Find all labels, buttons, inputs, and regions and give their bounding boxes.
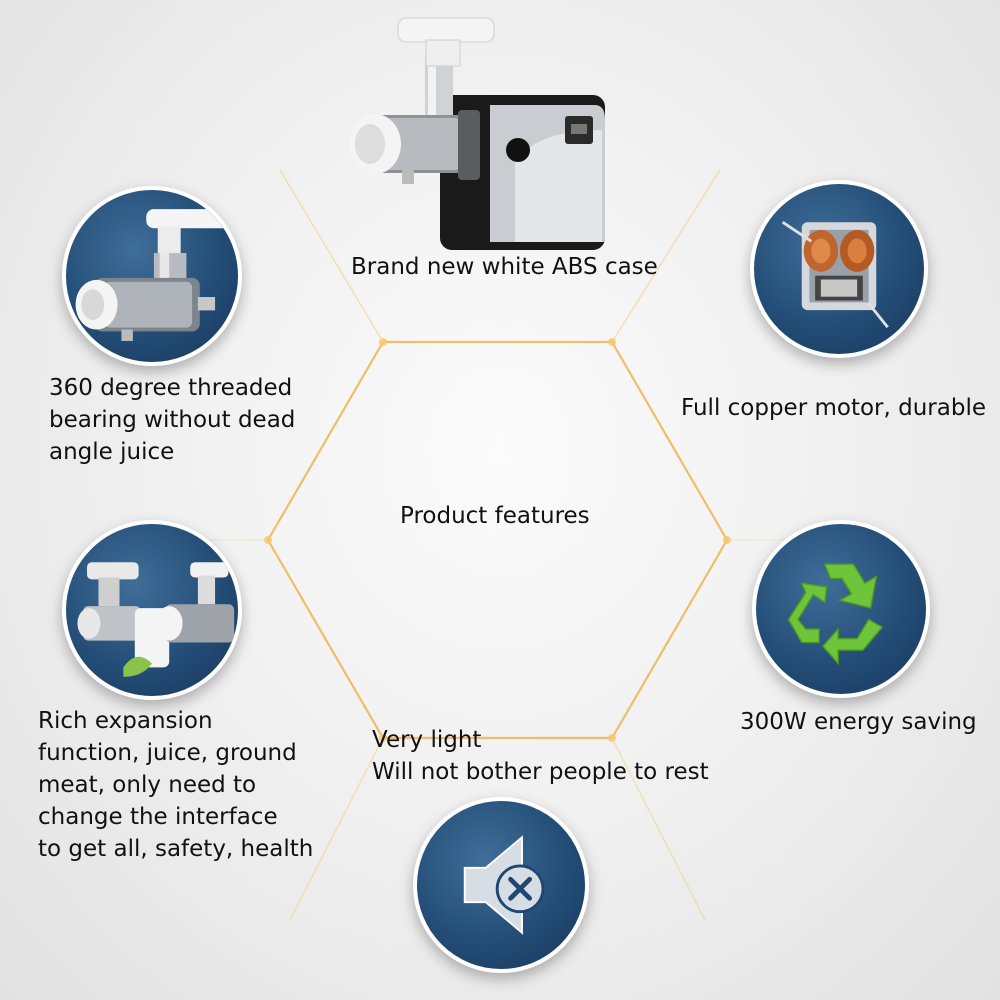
feature-text-very-light: Very light Will not bother people to res… xyxy=(372,727,709,785)
center-title: Product features xyxy=(400,503,590,529)
feature-text-expansion: Rich expansion function, juice, ground m… xyxy=(38,708,314,862)
mute-speaker-icon xyxy=(413,797,589,973)
recycle-icon xyxy=(752,520,930,698)
juicer-machine-icon xyxy=(340,10,620,260)
feature-text-copper-motor: Full copper motor, durable xyxy=(681,395,986,421)
expansion-attachments-icon xyxy=(62,520,242,700)
feature-text-threaded-bearing: 360 degree threaded bearing without dead… xyxy=(49,375,296,465)
feature-text-energy-saving: 300W energy saving xyxy=(740,709,977,735)
hero-caption: Brand new white ABS case xyxy=(351,254,658,280)
threaded-juicer-head-icon xyxy=(62,186,242,366)
copper-motor-icon xyxy=(750,180,928,358)
